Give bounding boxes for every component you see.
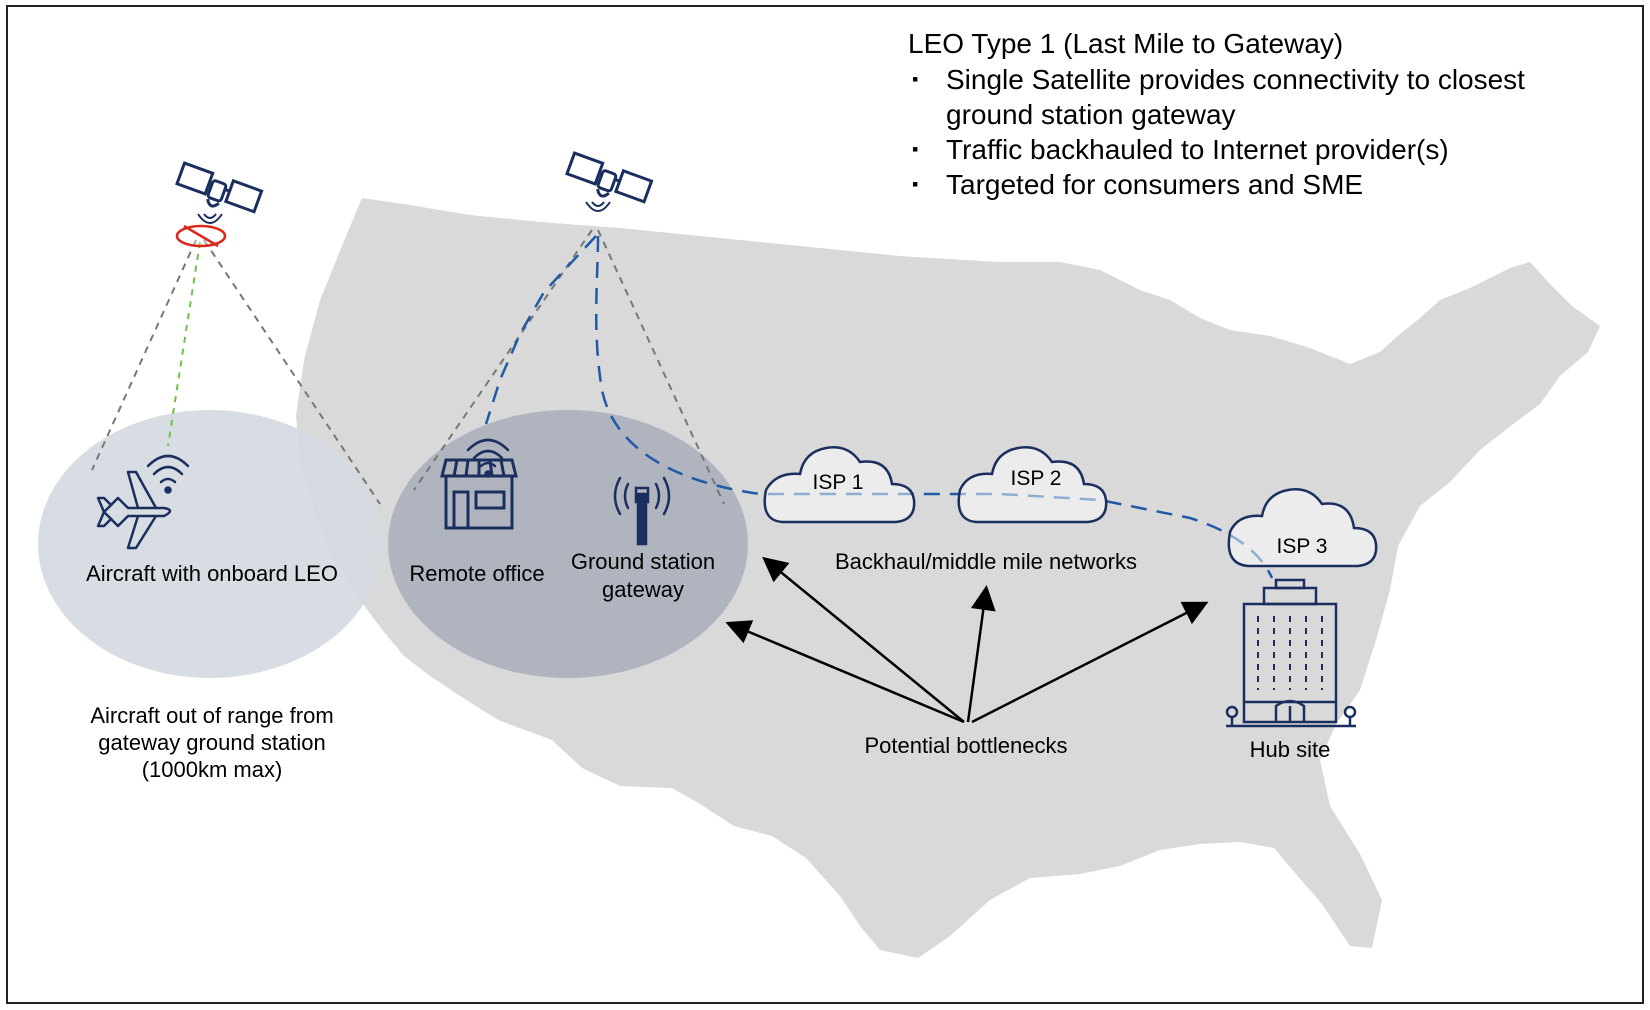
arrow-to-gateway: [725, 620, 965, 724]
arrow-to-isp1: [762, 556, 965, 723]
isp1-label: ISP 1: [813, 471, 864, 494]
isp2-cloud: ISP 2: [957, 446, 1108, 524]
legend-box: LEO Type 1 (Last Mile to Gateway) Single…: [908, 26, 1608, 202]
isp1-cloud: ISP 1: [763, 446, 916, 524]
us-map: [296, 198, 1600, 958]
satellite-icon: [565, 151, 654, 204]
isp3-cloud: ISP 3: [1227, 488, 1378, 568]
arrow-to-backhaul: [966, 585, 996, 723]
beam-line: [203, 239, 381, 505]
satellite-signal-icon: [197, 201, 611, 224]
antenna-tower-icon: [613, 476, 671, 546]
isp2-label: ISP 2: [1011, 467, 1062, 490]
legend-bullet: Traffic backhauled to Internet provider(…: [908, 132, 1608, 167]
satellite-icon: [175, 161, 264, 214]
out-of-range-note: (1000km max): [142, 757, 283, 782]
hub-site-label: Hub site: [1250, 737, 1331, 762]
wifi-icon: [146, 454, 190, 494]
remote-office-link: [484, 235, 597, 425]
out-of-range-note: gateway ground station: [98, 730, 326, 755]
legend-bullets: Single Satellite provides connectivity t…: [908, 62, 1608, 202]
legend-bullet: Targeted for consumers and SME: [908, 167, 1608, 202]
bottleneck-arrows: [725, 556, 1209, 724]
no-signal-icon: [175, 224, 227, 248]
frame-border: [6, 5, 1644, 1004]
remote-office-label: Remote office: [409, 561, 544, 586]
aircraft-coverage-area: [38, 410, 382, 678]
isp3-label: ISP 3: [1277, 535, 1328, 558]
bottlenecks-label: Potential bottlenecks: [864, 733, 1067, 758]
store-icon: [440, 458, 518, 530]
ground-station-label: Ground station: [571, 549, 715, 574]
aircraft-icon: [96, 470, 172, 550]
beam-line: [413, 229, 593, 491]
arrow-to-isp3: [971, 601, 1209, 724]
backhaul-label: Backhaul/middle mile networks: [835, 549, 1137, 574]
beam-line: [91, 239, 197, 471]
building-icon: [1225, 578, 1357, 728]
legend-title: LEO Type 1 (Last Mile to Gateway): [908, 28, 1344, 59]
ground-station-label: gateway: [602, 577, 684, 602]
aircraft-label: Aircraft with onboard LEO: [86, 561, 338, 586]
legend-bullet: Single Satellite provides connectivity t…: [908, 62, 1608, 132]
aircraft-satellite-link: [167, 241, 201, 447]
beam-line: [597, 229, 725, 505]
out-of-range-note: Aircraft out of range from: [90, 703, 333, 728]
